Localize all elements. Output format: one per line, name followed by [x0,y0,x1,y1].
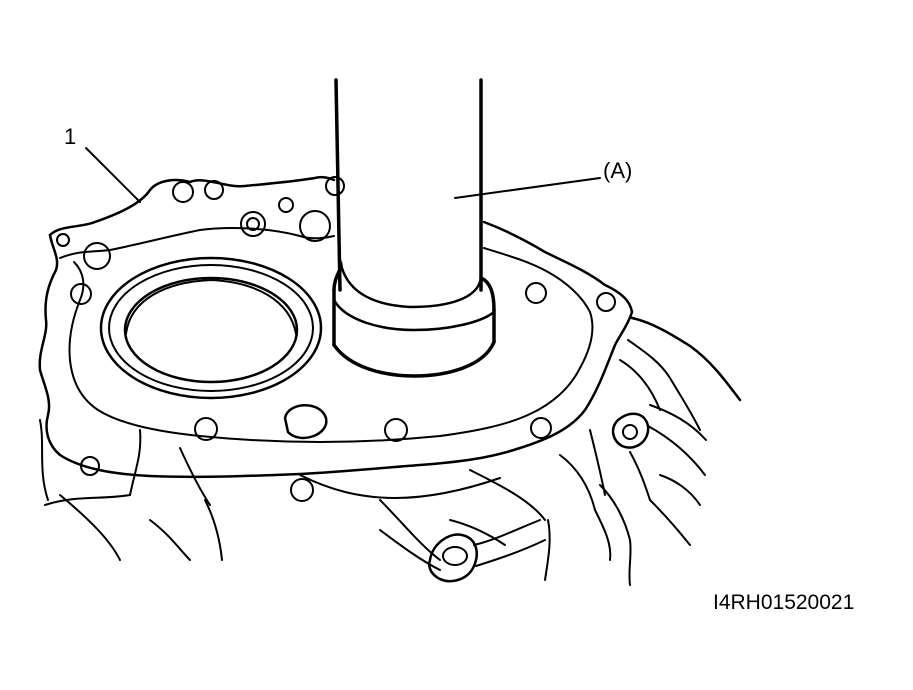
bearing-bore [99,256,323,400]
case-flange-outline [38,175,634,479]
case-lower-lines [39,419,612,581]
side-boss [428,519,546,583]
bolt-holes [56,176,616,502]
leader-line-a [454,177,601,199]
special-tool-a [332,78,496,378]
callout-label-1: 1 [64,124,77,149]
callout-label-a: (A) [603,158,633,183]
figure-code: I4RH01520021 [713,591,855,614]
leader-line-1 [85,147,141,203]
case-right-extension [599,316,742,586]
